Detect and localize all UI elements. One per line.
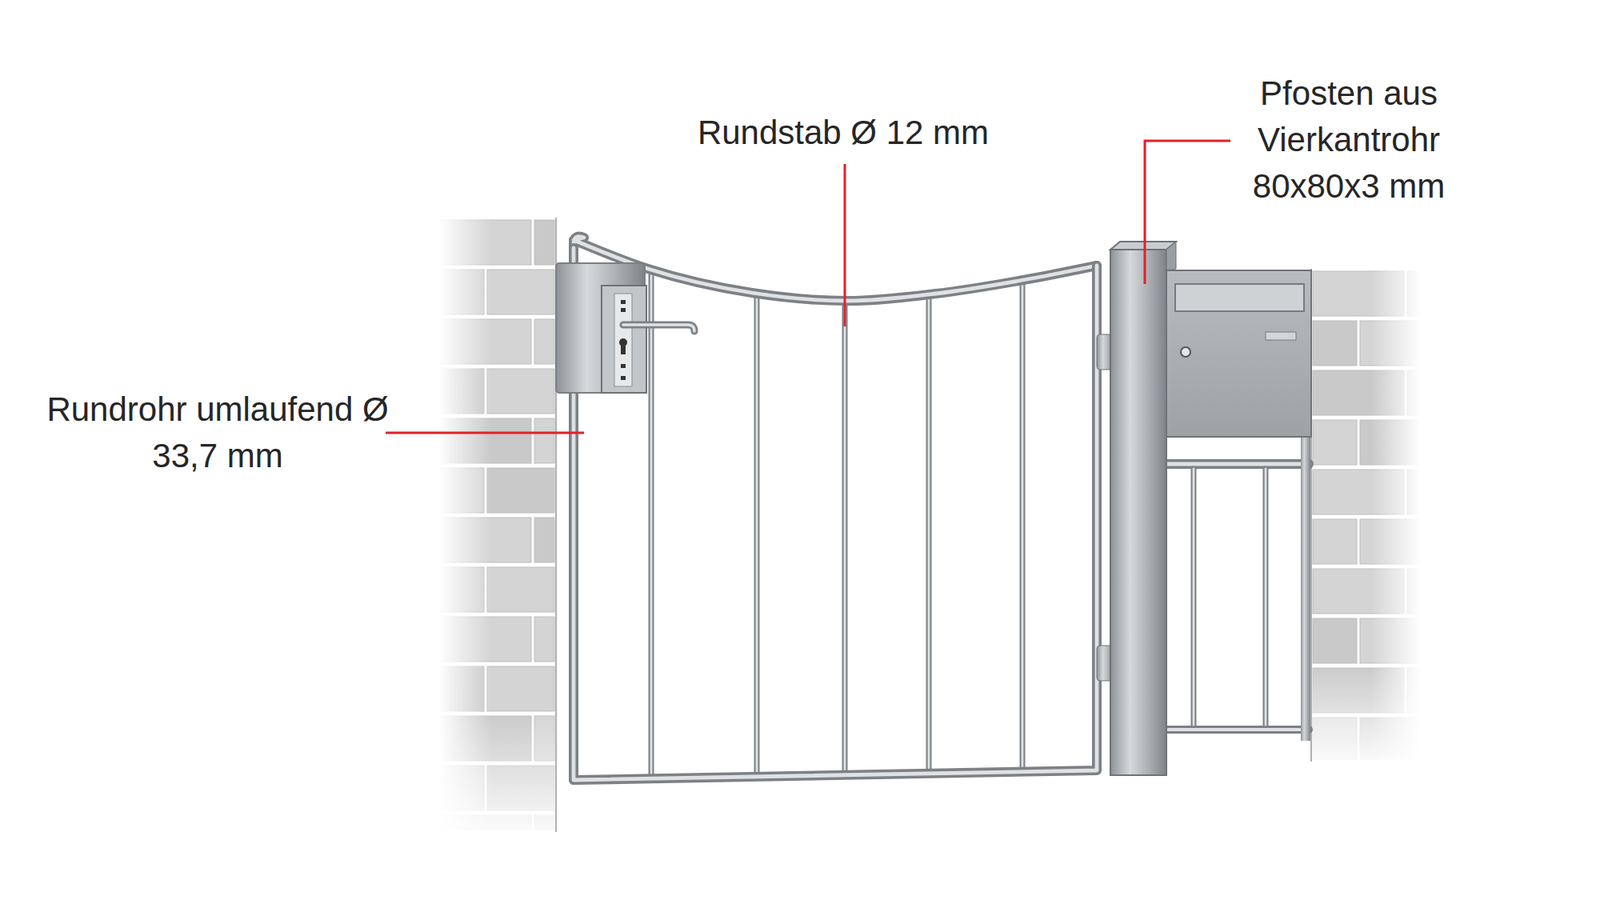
leader-line	[1144, 140, 1231, 284]
round-bar	[926, 294, 932, 774]
side-bottom-rail-shine	[1166, 728, 1309, 732]
screw	[620, 364, 626, 368]
post-cap	[1110, 241, 1176, 250]
square-post	[1110, 249, 1167, 776]
fade	[1311, 268, 1420, 762]
screw	[620, 308, 626, 312]
fade	[1311, 268, 1420, 762]
door-handle	[623, 324, 695, 332]
round-bar	[648, 269, 655, 779]
mailbox	[1166, 270, 1312, 437]
lock-plate	[601, 285, 647, 393]
round-bar-shine	[1021, 280, 1024, 772]
round-bar-shine	[928, 294, 931, 774]
round-bar-shine	[844, 300, 847, 776]
side-bottom-rail	[1166, 725, 1309, 734]
round-bar	[754, 293, 760, 777]
lock-escutcheon	[614, 293, 632, 387]
callout-label: Pfosten aus Vierkantrohr 80x80x3 mm	[1228, 70, 1469, 210]
fade	[438, 217, 556, 832]
mailbox-lock	[1180, 347, 1191, 357]
keyhole	[620, 342, 626, 355]
callout-label: Rundstab Ø 12 mm	[697, 109, 989, 156]
fade	[438, 217, 556, 832]
round-bar-shine	[756, 293, 759, 777]
side-top-rail-shine	[1166, 462, 1309, 467]
side-bar	[1263, 468, 1269, 725]
leader-line	[385, 432, 584, 435]
screw	[620, 376, 626, 380]
side-bar-shine	[1192, 468, 1196, 725]
screw	[620, 300, 626, 304]
post-side	[1166, 241, 1176, 271]
door-handle-shine	[623, 324, 695, 332]
name-plate	[1265, 332, 1296, 340]
brick-pillar	[438, 217, 556, 832]
side-top-rail	[1166, 459, 1309, 469]
round-bar	[842, 300, 848, 776]
frame-top	[573, 236, 1097, 780]
callout-label: Rundrohr umlaufend Ø 33,7 mm	[41, 386, 394, 480]
frame-tube	[573, 248, 1097, 780]
leader-line	[844, 164, 847, 327]
side-post	[1300, 436, 1311, 741]
side-bar	[1191, 468, 1197, 725]
brick-pillar	[1311, 268, 1420, 762]
round-bar-shine	[650, 269, 653, 779]
side-bar-shine	[1264, 468, 1268, 725]
frame-tube-shine	[573, 248, 1097, 780]
frame-top-shine	[573, 236, 1097, 780]
mailbox-flap	[1175, 284, 1304, 312]
round-bar	[1020, 280, 1026, 772]
